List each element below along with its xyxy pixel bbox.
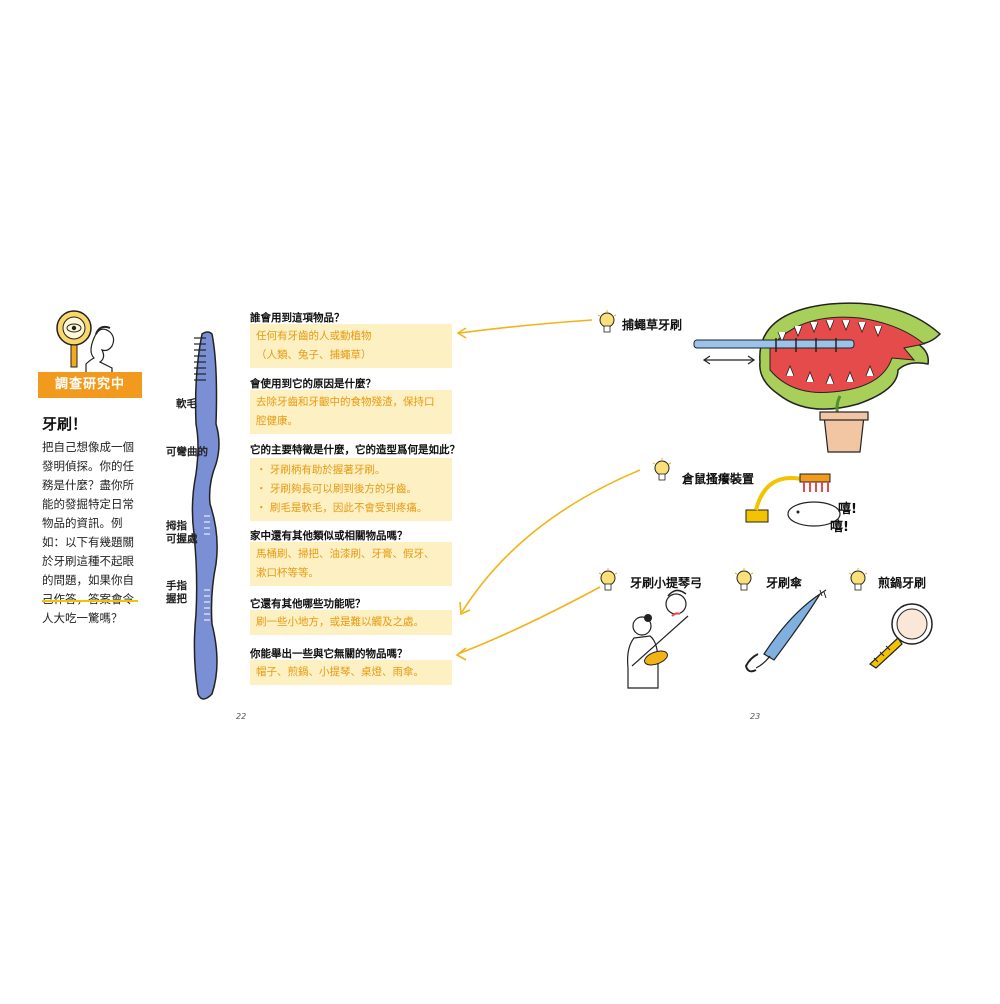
answer-2: 去除牙齒和牙齦中的食物殘渣，保持口腔健康。 — [250, 390, 452, 434]
question-5: 它還有其他哪些功能呢？ — [250, 598, 366, 610]
answer-1: 任何有牙齒的人或動植物（人類、兔子、捕蠅草） — [250, 324, 452, 368]
umbrella-illustration — [740, 588, 830, 676]
idea-flytrap-label: 捕蠅草牙刷 — [622, 318, 683, 332]
question-4: 家中還有其他類似或相關物品嗎？ — [250, 530, 408, 542]
idea-hamster-label: 倉鼠搔癢裝置 — [682, 472, 755, 486]
idea-violin-label: 牙刷小提琴弓 — [630, 576, 703, 590]
answer-4: 馬桶刷、掃把、油漆刷、牙膏、假牙、漱口杯等等。 — [250, 542, 452, 586]
answer-6: 帽子、煎鍋、小提琴、桌燈、雨傘。 — [250, 660, 452, 685]
label-grip-2: 握把 — [166, 593, 187, 605]
question-6: 你能舉出一些與它無關的物品嗎？ — [250, 648, 408, 660]
page-number-right: 23 — [750, 712, 761, 721]
page-number-left: 22 — [236, 712, 247, 721]
frying-pan-illustration — [860, 598, 940, 670]
toothbrush-illustration — [190, 330, 240, 710]
flytrap-illustration — [690, 292, 950, 462]
question-1: 誰會用到這項物品？ — [250, 312, 345, 324]
hamster-illustration — [740, 468, 850, 532]
idea-umbrella-label: 牙刷傘 — [766, 576, 803, 590]
label-bendable: 可彎曲的 — [166, 446, 208, 458]
lightbulb-icon — [652, 458, 672, 484]
question-2: 會使用到它的原因是什麼？ — [250, 378, 376, 390]
intro-divider — [42, 600, 138, 602]
lightbulb-icon — [848, 568, 868, 594]
answer-3: ・ 牙刷柄有助於握著牙刷。・ 牙刷夠長可以刷到後方的牙齒。・ 刷毛是軟毛，因此不… — [250, 458, 452, 521]
label-grip-1: 手指 — [166, 580, 187, 592]
lightbulb-icon — [734, 568, 754, 594]
page-title: 牙刷！ — [42, 415, 88, 433]
answer-5: 刷一些小地方，或是難以觸及之處。 — [250, 610, 452, 635]
investigation-badge: 調查研究中 — [38, 372, 142, 398]
hamster-sound-2: 嘻! — [830, 520, 849, 535]
label-bristles: 軟毛 — [176, 398, 197, 410]
label-thumb-1: 拇指 — [166, 520, 187, 532]
question-3: 它的主要特徵是什麼，它的造型爲何是如此？ — [250, 444, 460, 456]
label-thumb-2: 可握處 — [166, 533, 198, 545]
violinist-illustration — [612, 586, 704, 690]
lightbulb-icon — [598, 568, 618, 594]
hamster-sound-1: 嘻! — [838, 502, 857, 517]
detective-illustration — [44, 308, 124, 375]
intro-paragraph: 把自己想像成一個發明偵探。你的任務是什麼？盡你所能的發掘特定日常物品的資訊。例如… — [42, 440, 134, 625]
magnifier-icon — [56, 310, 92, 368]
lightbulb-icon — [597, 310, 617, 336]
idea-pan-label: 煎鍋牙刷 — [878, 576, 927, 590]
